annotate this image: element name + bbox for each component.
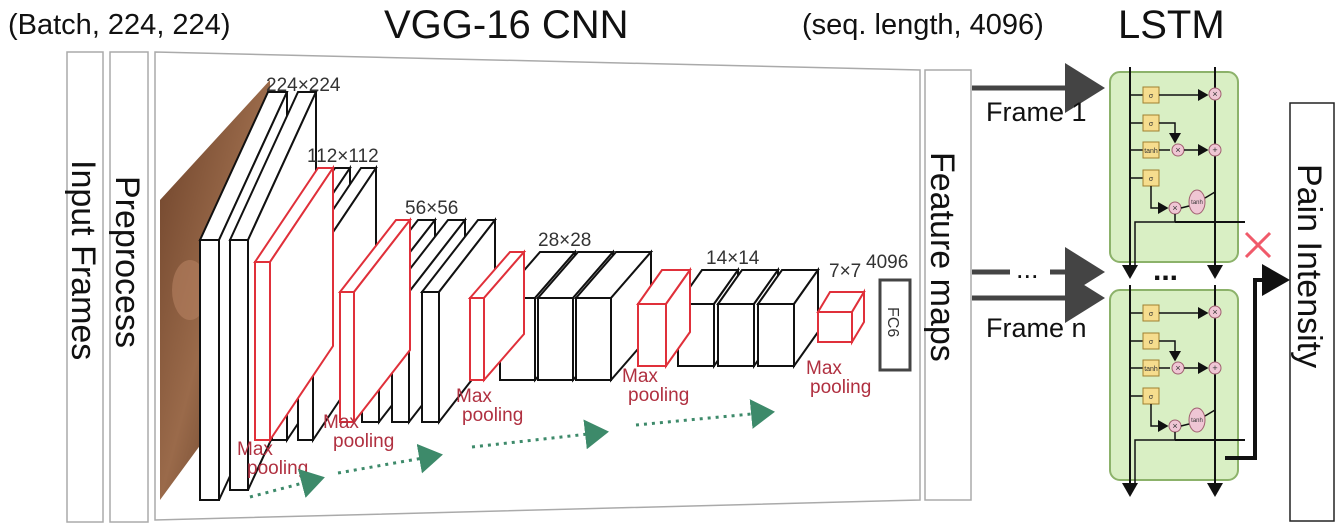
cnn-title: VGG-16 CNN <box>384 3 629 47</box>
pool-4-side <box>665 266 691 370</box>
lstm-op-label: × <box>1212 307 1217 317</box>
seq-shape-label: (seq. length, 4096) <box>802 9 1044 41</box>
lstm-state-to-tanh <box>1204 191 1216 199</box>
maxpool-label-3b: pooling <box>462 405 523 426</box>
framen-label: Frame n <box>986 313 1087 343</box>
input-frames-label: Input Frames <box>64 160 102 360</box>
lstm-op-node <box>1208 305 1222 319</box>
maxpool-label-1a: Max <box>237 439 273 460</box>
lstm-output-gate-arrow <box>1150 186 1169 214</box>
lstm-tanh-to-op <box>1180 205 1190 209</box>
lstm-op-label: + <box>1212 363 1217 373</box>
lstm-output-gate-arrow <box>1150 404 1169 432</box>
pain-intensity-label: Pain Intensity <box>1290 164 1328 368</box>
maxpool-label-4a: Max <box>622 366 658 387</box>
lstm-cell-1: σ σ tanh σ × + × × tanh <box>1109 67 1245 279</box>
lstm-op-label: × <box>1172 421 1177 431</box>
preprocess-column <box>109 51 149 523</box>
lstm-tanh-to-op <box>1180 423 1190 427</box>
lstm-cell-2: σ σ tanh σ × + × × tanh <box>1109 285 1245 497</box>
input-frames-column <box>66 51 104 523</box>
lstm-op-node <box>1208 361 1222 375</box>
pool-3-side <box>483 249 525 383</box>
frame1-label: Frame 1 <box>986 97 1087 127</box>
lstm-op-label: × <box>1172 203 1177 213</box>
pool-4-front <box>637 303 667 367</box>
maxpool-label-5a: Max <box>806 358 842 379</box>
lstm-op-label: × <box>1212 89 1217 99</box>
dim-28: 28×28 <box>538 230 591 251</box>
dim-224: 224×224 <box>266 75 341 96</box>
lstm-op-label: × <box>1175 363 1180 373</box>
pool-1-front <box>254 261 271 441</box>
conv-14-b-front <box>717 303 755 367</box>
pool-layers <box>253 164 866 444</box>
pool-2-side <box>353 217 411 425</box>
maxpool-label-1b: pooling <box>247 458 308 479</box>
lstm-gate-label: σ <box>1149 121 1154 128</box>
feature-maps-label: Feature maps <box>923 152 961 362</box>
lstm-cell-body <box>1109 289 1239 481</box>
maxpool-label-3a: Max <box>456 386 492 407</box>
lstm-tanh-node <box>1188 407 1206 433</box>
dim-112: 112×112 <box>307 146 379 167</box>
maxpool-label-5b: pooling <box>810 377 871 398</box>
lstm-gate-label: σ <box>1149 93 1154 100</box>
lstm-cells: σ σ tanh σ × + × × tanh σ σ tanh σ × + × × tanh <box>1109 67 1245 497</box>
conv-14-c-front <box>757 303 795 367</box>
lstm-op-node <box>1208 87 1222 101</box>
pool-2-front <box>339 291 355 423</box>
flow-arrow-3 <box>471 419 609 450</box>
lstm-tanh-label: tanh <box>1191 200 1203 206</box>
lstm-state-to-tanh <box>1204 409 1216 417</box>
maxpool-label-4b: pooling <box>628 385 689 406</box>
lstm-cell-body <box>1109 71 1239 263</box>
dim-4096: 4096 <box>866 252 908 273</box>
lstm-gate-label: σ <box>1149 339 1154 346</box>
batch-shape-label: (Batch, 224, 224) <box>8 9 230 41</box>
lstm-tanh-node <box>1188 189 1206 215</box>
pool-1-side <box>269 164 334 444</box>
lstm-hidden-out <box>1134 214 1176 267</box>
maxpool-label-2a: Max <box>323 412 359 433</box>
conv-224-a-front <box>199 239 220 501</box>
pain-intensity-box <box>1289 102 1335 522</box>
output-arrow <box>1225 264 1290 460</box>
pool-5-front <box>817 311 853 343</box>
lstm-gate-label: tanh <box>1144 366 1158 373</box>
conv-28-c-front <box>575 297 612 381</box>
conv-56-c-front <box>421 291 440 423</box>
lstm-op-node <box>1208 143 1222 157</box>
flow-arrow-4 <box>635 399 775 429</box>
lstm-tanh-label: tanh <box>1191 418 1203 424</box>
pool-3-front <box>469 297 485 381</box>
lstm-gate-label: tanh <box>1144 148 1158 155</box>
lstm-gate-label: σ <box>1149 176 1154 183</box>
dim-14: 14×14 <box>706 248 760 269</box>
pool-5-side <box>851 288 865 346</box>
feature-maps-column <box>924 69 972 501</box>
lstm-op-label: × <box>1175 145 1180 155</box>
fc6-label: FC6 <box>884 307 901 337</box>
lstm-input-arrow <box>1159 340 1181 362</box>
frame-mid-ellipsis: ... <box>1016 254 1039 284</box>
dim-7: 7×7 <box>829 261 861 282</box>
forget-cross-icon <box>1244 231 1272 259</box>
conv-28-b-front <box>537 297 574 381</box>
lstm-gate-label: σ <box>1149 394 1154 401</box>
lstm-between-ellipsis: ... <box>1153 254 1178 287</box>
lstm-input-arrow <box>1159 122 1181 144</box>
lstm-op-label: + <box>1212 145 1217 155</box>
fc6-box <box>878 278 912 372</box>
maxpool-label-2b: pooling <box>333 431 394 452</box>
preprocess-label: Preprocess <box>108 176 146 348</box>
lstm-hidden-out <box>1134 432 1176 485</box>
lstm-gate-label: σ <box>1149 311 1154 318</box>
lstm-title: LSTM <box>1118 3 1225 47</box>
dim-56: 56×56 <box>405 198 458 219</box>
flow-arrow-2 <box>337 443 443 475</box>
